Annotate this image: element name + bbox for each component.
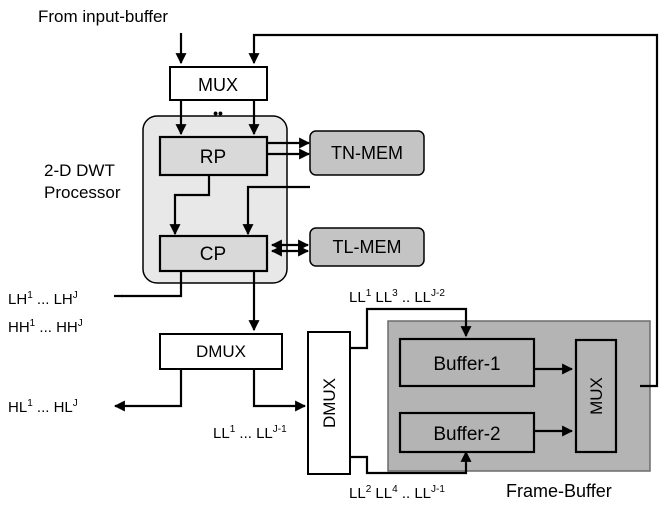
dmux-vertical-label: DMUX <box>320 378 339 428</box>
lh-output-label: LH1 ... LHJ <box>8 290 78 308</box>
ll-even-label: LL2 LL4 .. LLJ-1 <box>349 484 445 502</box>
tn-mem-label: TN-MEM <box>331 143 403 163</box>
cp-block: CP <box>158 234 269 273</box>
dmux-bottom-label: DMUX <box>196 342 246 361</box>
tl-mem-label: TL-MEM <box>333 237 402 257</box>
input-buffer-label: From input-buffer <box>38 7 168 26</box>
hh-output-label: HH1 ... HHJ <box>8 318 83 336</box>
buffer-1-label: Buffer-1 <box>433 354 500 375</box>
buffer-2-label: Buffer-2 <box>433 424 500 445</box>
ll-odd-label: LL1 LL3 .. LLJ-2 <box>349 288 445 306</box>
tn-mem-block: TN-MEM <box>309 130 425 176</box>
rp-label: RP <box>200 147 226 168</box>
mux-dots: •• <box>213 105 223 121</box>
processor-label-line1: 2-D DWT <box>44 161 115 180</box>
processor-label-line2: Processor <box>44 183 121 202</box>
buffer-1-block: Buffer-1 <box>398 337 536 388</box>
mux-top-block: MUX <box>169 66 268 101</box>
dmux-bottom-block: DMUX <box>159 333 283 370</box>
tl-mem-block: TL-MEM <box>309 227 425 267</box>
mux-top-label: MUX <box>198 75 238 95</box>
ll-to-dmux-label: LL1 ... LLJ-1 <box>213 424 287 442</box>
hl-output-label: HL1 ... HLJ <box>8 398 78 416</box>
dmux-vertical-block: DMUX <box>307 331 351 475</box>
frame-buffer-label: Frame-Buffer <box>506 481 612 501</box>
wires <box>113 33 659 475</box>
buffer-2-block: Buffer-2 <box>398 411 536 454</box>
mux-right-label: MUX <box>587 377 606 415</box>
rp-block: RP <box>158 135 269 177</box>
cp-label: CP <box>200 244 226 265</box>
mux-right-block: MUX <box>574 338 618 454</box>
